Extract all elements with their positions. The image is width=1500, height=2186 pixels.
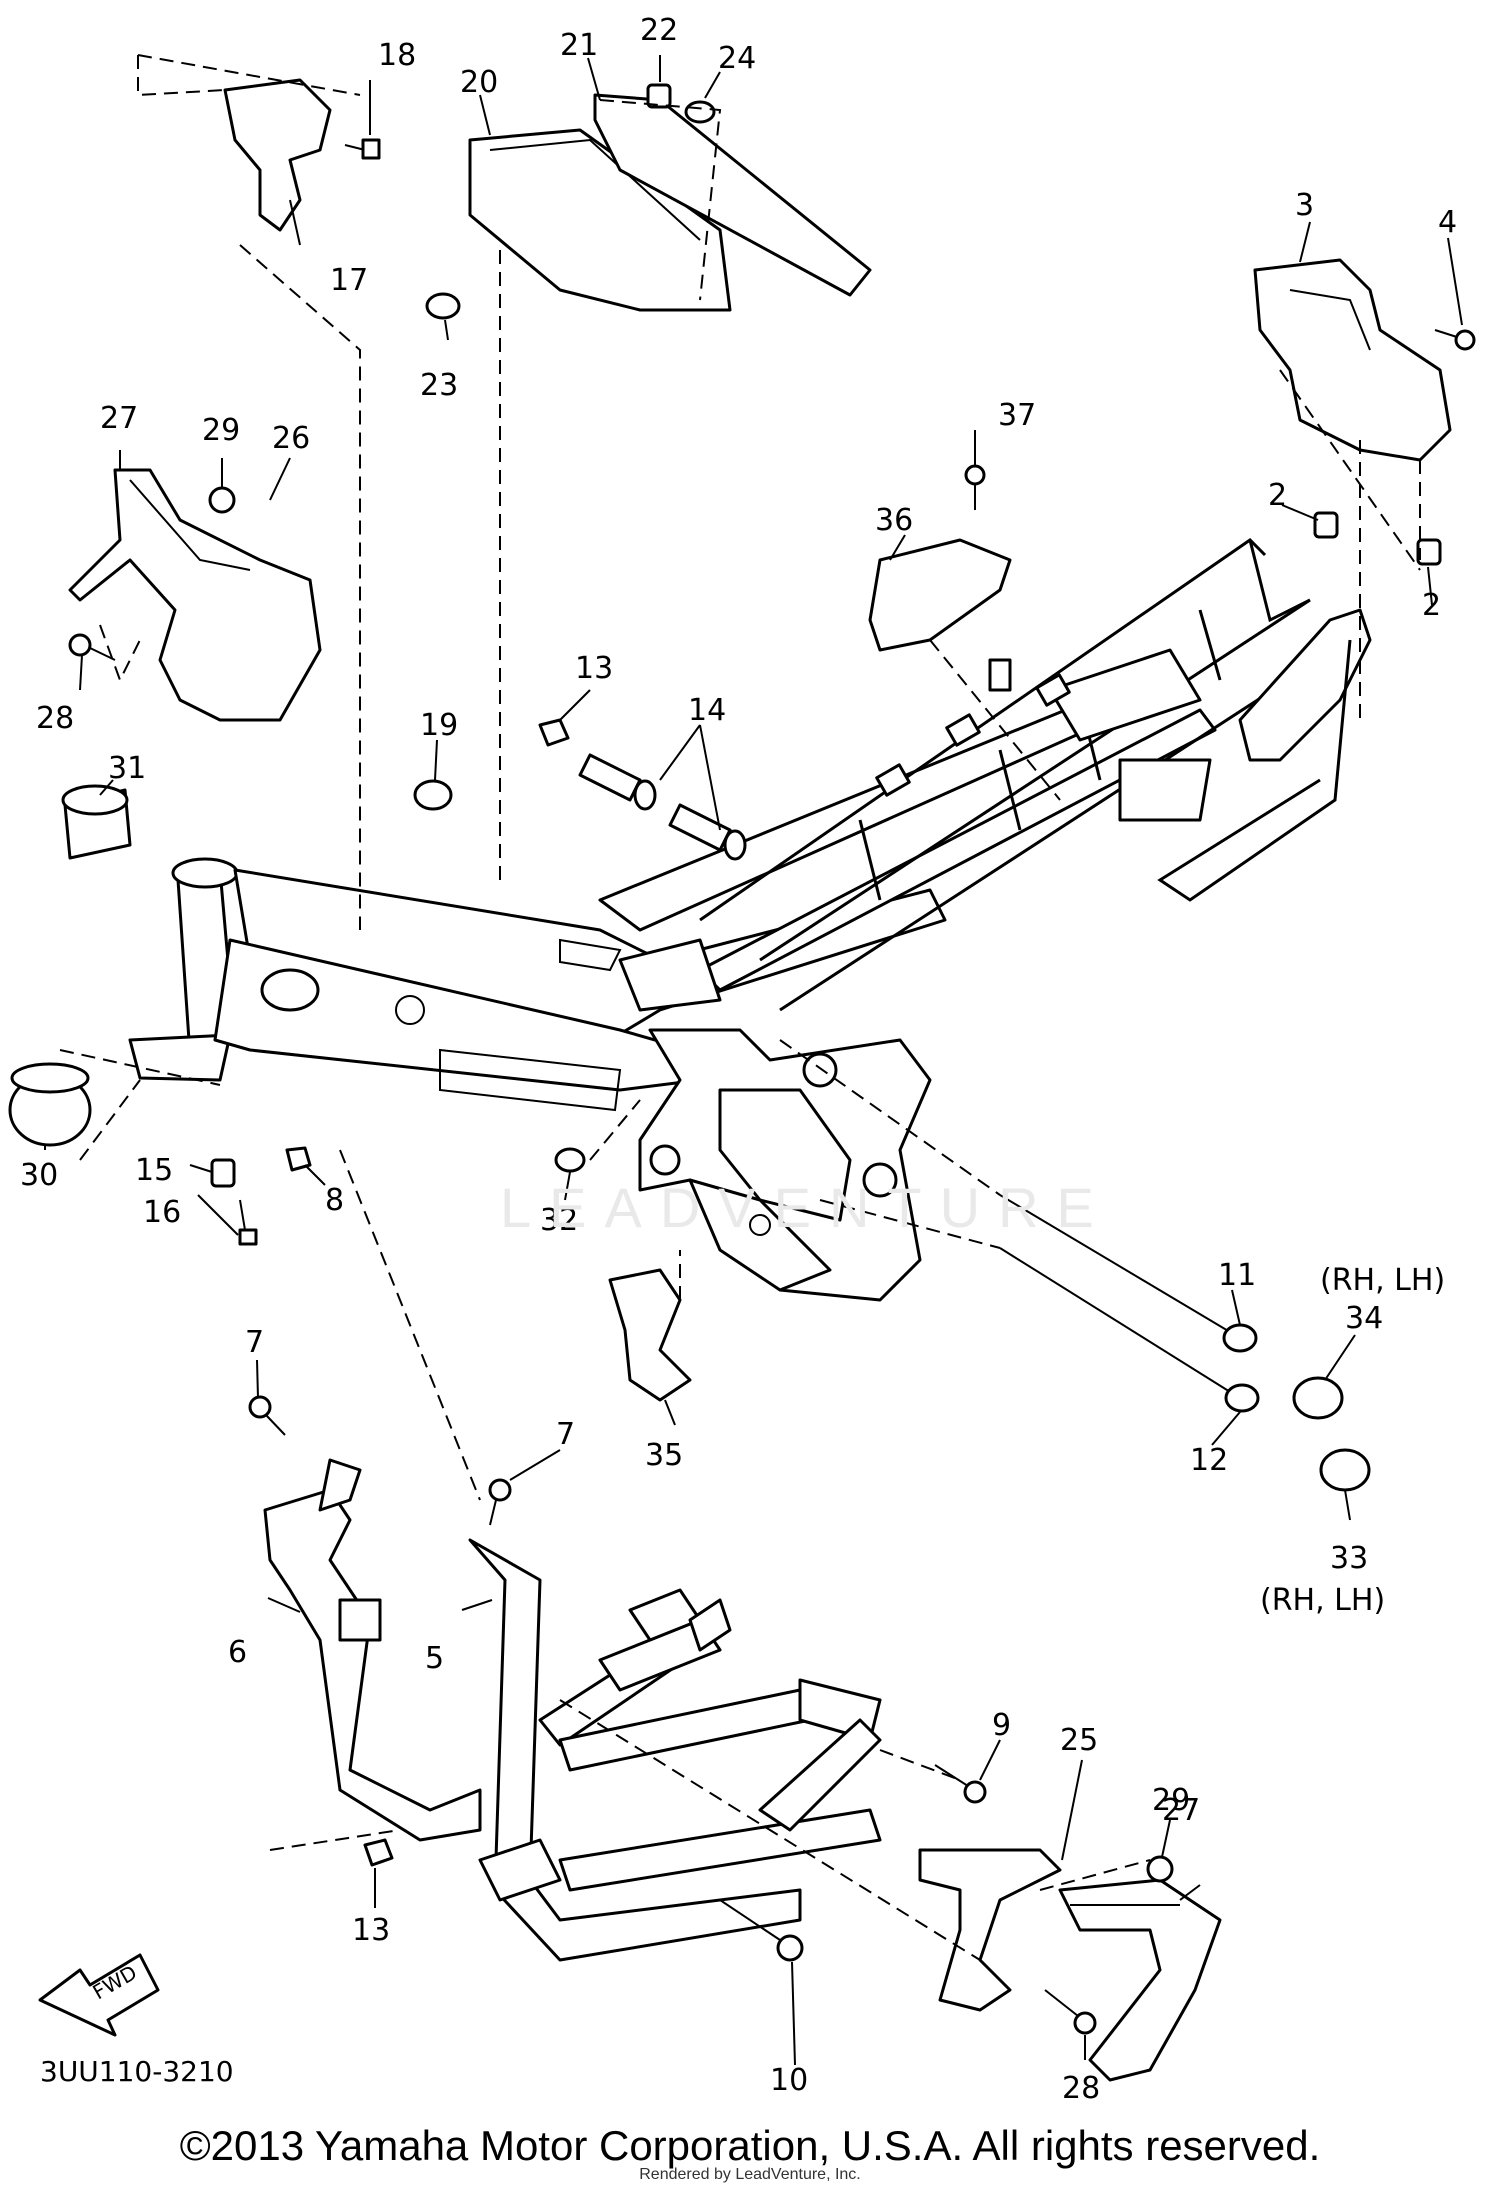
callout-12: 12 xyxy=(1190,1443,1228,1478)
copyright-notice: ©2013 Yamaha Motor Corporation, U.S.A. A… xyxy=(179,2122,1321,2169)
callout-14: 14 xyxy=(688,693,726,728)
callout-5: 5 xyxy=(425,1641,444,1676)
callout-11: 11 xyxy=(1218,1258,1256,1293)
callout-13a: 13 xyxy=(575,651,613,686)
diagram-code: 3UU110-3210 xyxy=(40,2055,234,2088)
callout-22: 22 xyxy=(640,13,678,48)
callout-7a: 7 xyxy=(245,1325,264,1360)
callout-8: 8 xyxy=(325,1183,344,1218)
callout-28a: 28 xyxy=(36,701,74,736)
callout-30: 30 xyxy=(20,1158,58,1193)
callout-37: 37 xyxy=(998,398,1036,433)
main-frame xyxy=(128,538,1372,1302)
callout-17: 17 xyxy=(330,263,368,298)
callout-15: 15 xyxy=(135,1153,173,1188)
note-rh-lh-34: (RH, LH) xyxy=(1320,1263,1445,1298)
callout-34: 34 xyxy=(1345,1301,1383,1336)
leader-lines xyxy=(44,54,1463,2066)
lower-right-brackets xyxy=(918,1848,1222,2082)
callout-25: 25 xyxy=(1060,1723,1098,1758)
callout-20: 20 xyxy=(460,65,498,100)
note-rh-lh-33: (RH, LH) xyxy=(1260,1583,1385,1618)
callout-35: 35 xyxy=(645,1438,683,1473)
callout-29a: 29 xyxy=(202,413,240,448)
rendered-by-note: Rendered by LeadVenture, Inc. xyxy=(639,2166,861,2183)
callout-27a: 27 xyxy=(100,401,138,436)
callout-36: 36 xyxy=(875,503,913,538)
callout-29b: 29 xyxy=(1152,1783,1190,1818)
callout-26: 26 xyxy=(272,421,310,456)
callout-3: 3 xyxy=(1295,188,1314,223)
watermark: LEADVENTURE xyxy=(500,1176,1112,1239)
callout-labels: 2 2 3 4 5 6 7 7 8 9 10 11 12 13 13 14 15… xyxy=(20,13,1457,2106)
callout-32: 32 xyxy=(540,1203,578,1238)
callout-18: 18 xyxy=(378,38,416,73)
fwd-arrow-icon: FWD xyxy=(38,1953,160,2037)
callout-13b: 13 xyxy=(352,1913,390,1948)
callout-31: 31 xyxy=(108,751,146,786)
callout-9: 9 xyxy=(992,1708,1011,1743)
callout-2a: 2 xyxy=(1268,478,1287,513)
callout-2b: 2 xyxy=(1422,588,1441,623)
upper-brackets xyxy=(68,78,1452,722)
fasteners xyxy=(8,83,1476,2035)
callout-28b: 28 xyxy=(1062,2071,1100,2106)
callout-33: 33 xyxy=(1330,1541,1368,1576)
callout-27b: 27 xyxy=(1162,1793,1200,1828)
callout-23: 24 xyxy=(718,41,756,76)
callout-4: 4 xyxy=(1438,205,1457,240)
callout-6: 6 xyxy=(228,1635,247,1670)
callout-7b: 7 xyxy=(556,1417,575,1452)
callout-19: 19 xyxy=(420,708,458,743)
callout-16: 16 xyxy=(143,1195,181,1230)
callout-10: 10 xyxy=(770,2063,808,2098)
lower-cradle xyxy=(263,1458,882,1962)
callout-21: 21 xyxy=(560,28,598,63)
callout-23b: 23 xyxy=(420,368,458,403)
